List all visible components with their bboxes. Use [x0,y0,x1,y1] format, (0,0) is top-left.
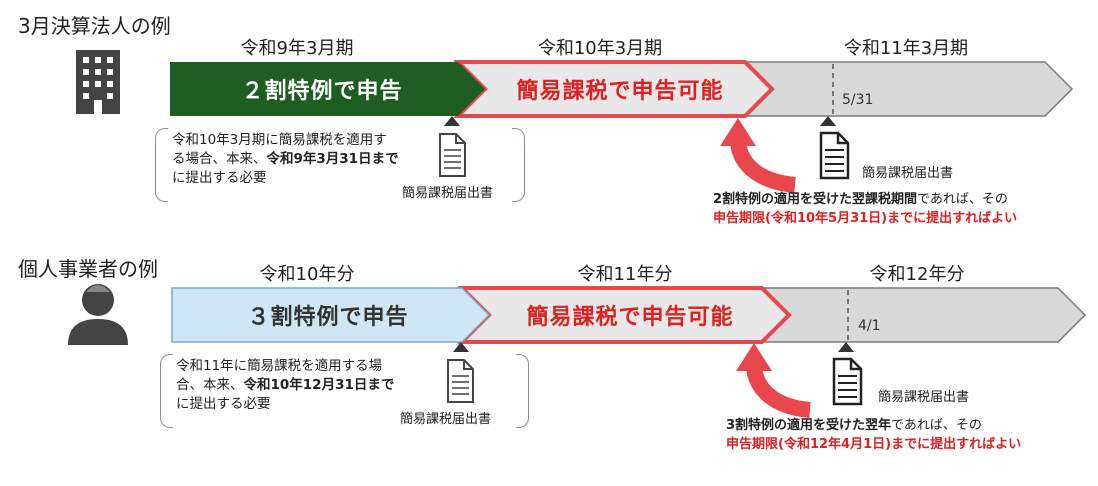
corporate-segment-gray [738,61,1074,117]
note-line: に提出する必要 [172,170,267,186]
note-line: る場合、本来、令和9年3月31日まで [172,151,399,167]
corporate-segment-1-label: ２割特例で申告 [241,79,403,104]
individual-note: 令和11年に簡易課税を適用する場 合、本来、令和10年12月31日まで に提出す… [176,357,446,414]
individual-note-bracket-right [516,354,529,428]
individual-period-1: 令和10年分 [259,264,355,285]
note-line: に提出する必要 [176,396,271,412]
document-icon [439,133,466,177]
individual-condition: 3割特例の適用を受けた翌年であれば、その 申告期限(令和12年4月1日)までに提… [726,416,1021,454]
corporate-condition: 2割特例の適用を受けた翌課税期間であれば、その 申告期限(令和10年5月31日)… [713,190,1017,228]
individual-period-2: 令和11年分 [577,264,673,285]
individual-segment-gray [758,287,1087,343]
individual-segment-2-label: 簡易課税で申告可能 [526,305,734,330]
condition-line-2: 申告期限(令和12年4月1日)までに提出すればよい [726,437,1022,452]
corporate-note: 令和10年3月期に簡易課税を適用す る場合、本来、令和9年3月31日まで に提出… [172,131,442,188]
individual-period-3: 令和12年分 [869,264,965,285]
corporate-marker-right [820,116,836,126]
document-icon [819,131,850,180]
note-line: 合、本来、令和10年12月31日まで [176,377,395,393]
document-icon [447,359,474,403]
corporate-note-bracket-left [155,128,168,202]
individual-marker-right [838,342,854,352]
corporate-doc-caption-right: 簡易課税届出書 [862,166,954,181]
corporate-period-2: 令和10年3月期 [537,38,663,59]
corporate-period-3: 令和11年3月期 [843,38,969,59]
corporate-note-bracket-right [512,128,525,202]
individual-doc-caption-left: 簡易課税届出書 [400,412,492,427]
corporate-doc-caption-left: 簡易課税届出書 [402,186,494,201]
individual-marker-left [453,342,469,352]
corporate-section-title: 3月決算法人の例 [18,14,171,38]
note-line: 令和11年に簡易課税を適用する場 [176,358,383,374]
person-icon [68,284,128,345]
condition-line-2: 申告期限(令和10年5月31日)までに提出すればよい [713,211,1018,226]
document-icon [832,357,863,406]
corporate-segment-2-label: 簡易課税で申告可能 [516,79,724,104]
corporate-marker-left [444,116,460,126]
condition-line-1: 3割特例の適用を受けた翌年であれば、その [726,418,982,433]
individual-doc-caption-right: 簡易課税届出書 [878,390,970,405]
curved-arrow-icon [736,343,811,418]
building-icon [76,50,120,114]
condition-line-1: 2割特例の適用を受けた翌課税期間であれば、その [713,192,1008,207]
curved-arrow-icon [720,118,796,193]
individual-segment-light-blue [171,287,491,343]
individual-segment-1-label: ３割特例で申告 [247,305,409,330]
individual-note-bracket-left [160,354,173,428]
note-line: 令和10年3月期に簡易課税を適用す [172,132,387,148]
individual-deadline-label: 4/1 [858,318,881,334]
individual-section-title: 個人事業者の例 [18,257,158,281]
corporate-deadline-label: 5/31 [842,92,874,108]
corporate-period-1: 令和9年3月期 [240,38,354,59]
corporate-segment-green [170,62,485,116]
